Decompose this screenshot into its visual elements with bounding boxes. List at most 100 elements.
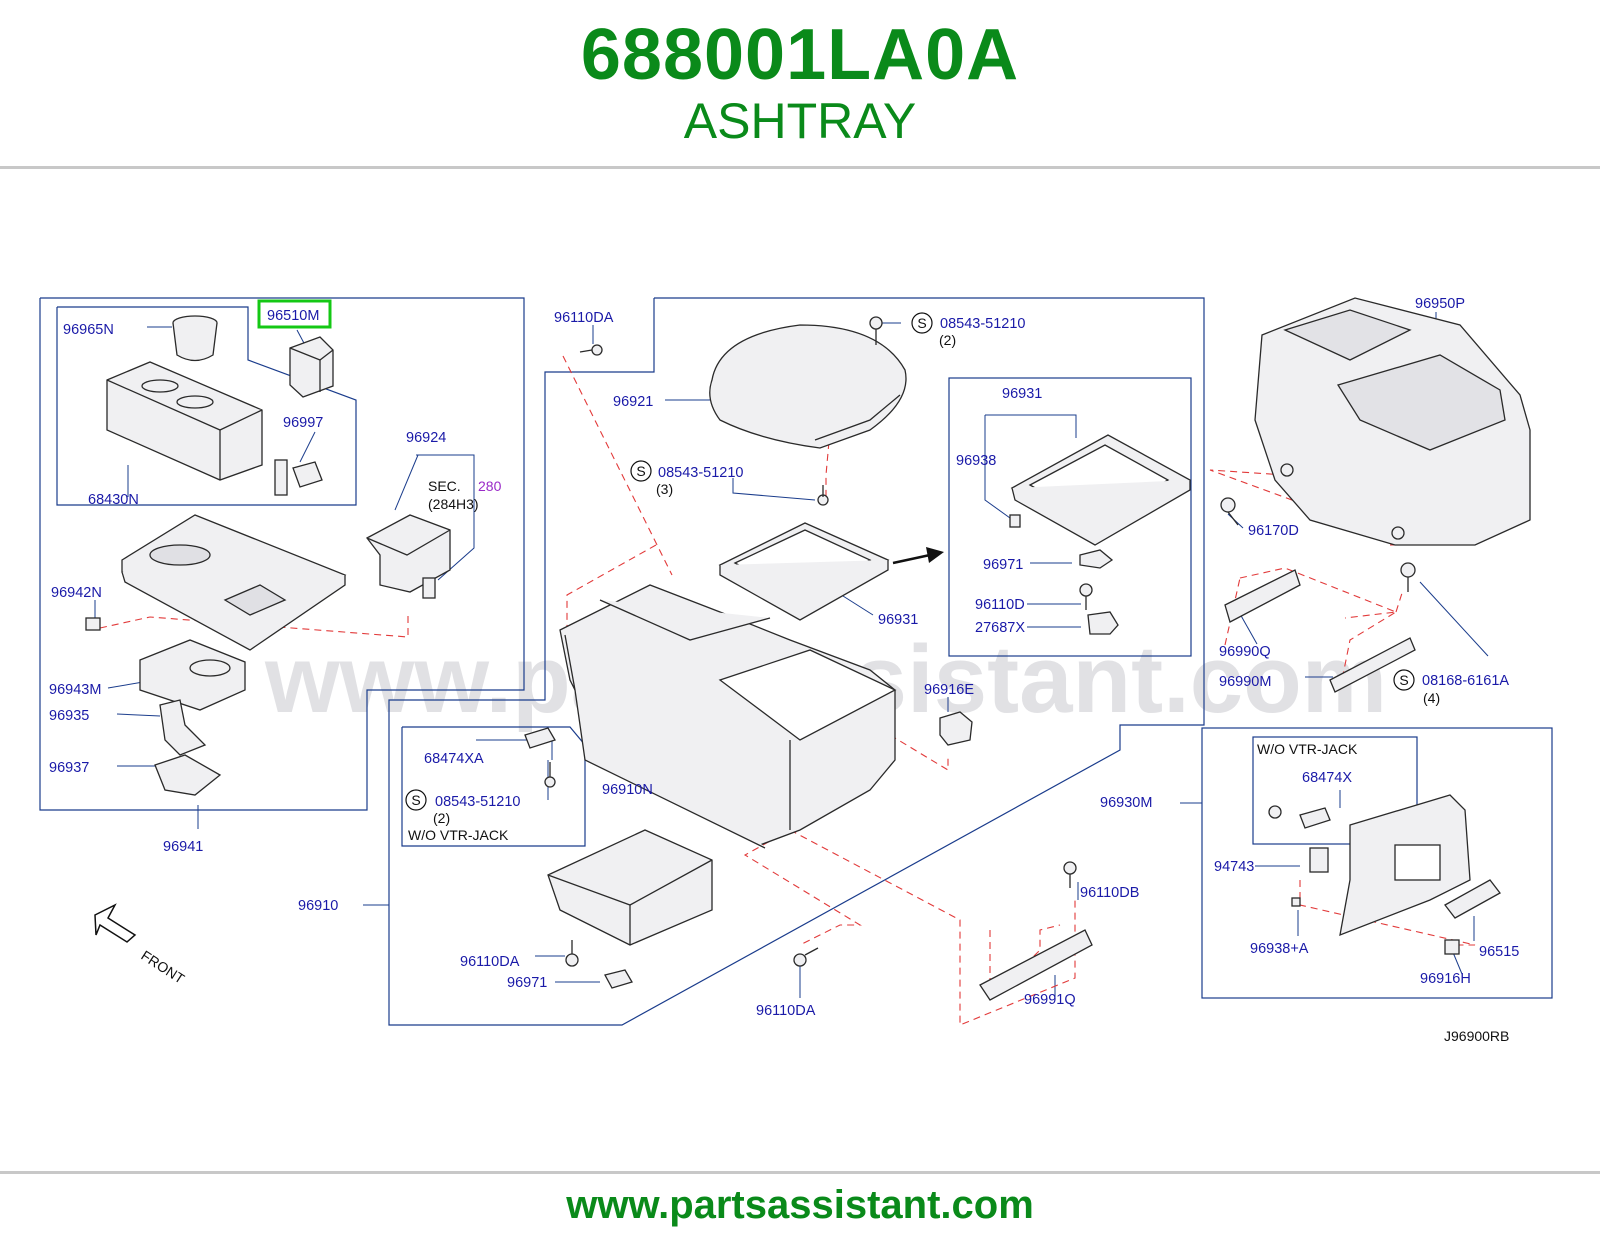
callout-96997[interactable]: 96997 [283, 415, 323, 431]
callout-96941[interactable]: 96941 [163, 839, 203, 855]
detail-arrow [892, 547, 944, 565]
bracket-icon [1268, 805, 1331, 829]
s-mark-label: S [917, 315, 926, 331]
part-name-subtitle: ASHTRAY [683, 93, 917, 149]
callout-96991Q[interactable]: 96991Q [1024, 992, 1076, 1008]
callout-96110D[interactable]: 96110D [975, 597, 1025, 613]
callout-94743[interactable]: 94743 [1214, 859, 1254, 875]
callout-96921[interactable]: 96921 [613, 394, 653, 410]
bracket-icon [979, 929, 1093, 1001]
callout-96950P[interactable]: 96950P [1415, 296, 1465, 312]
s-mark-label: S [411, 792, 420, 808]
callout-08543-51210-a[interactable]: 08543-51210 [940, 316, 1025, 332]
screw-icon [1400, 562, 1416, 592]
callout-68474XA[interactable]: 68474XA [424, 751, 484, 767]
callout-96938-plus-A[interactable]: 96938+A [1250, 941, 1309, 957]
callout-96938[interactable]: 96938 [956, 453, 996, 469]
callout-96943M[interactable]: 96943M [49, 682, 101, 698]
screw-icon [869, 316, 883, 345]
console-finisher-icon [121, 514, 347, 651]
cupholder-tray-icon [106, 361, 263, 481]
callout-96110DA-c[interactable]: 96110DA [756, 1003, 816, 1019]
callout-96971-b[interactable]: 96971 [507, 975, 547, 991]
part-number-title: 688001LA0A [580, 15, 1020, 95]
frame-left-group [39, 297, 525, 811]
frame-center-group [388, 297, 1205, 1026]
sec-reference: (284H3) [428, 496, 479, 512]
sec-number[interactable]: 280 [478, 478, 502, 494]
s-mark-label: S [636, 463, 645, 479]
bracket-icon [1224, 569, 1301, 623]
switch-icon [1087, 611, 1119, 635]
callout-96937[interactable]: 96937 [49, 760, 89, 776]
callout-96931-b[interactable]: 96931 [878, 612, 918, 628]
callout-08543-51210-c[interactable]: 08543-51210 [435, 794, 520, 810]
callout-96965N[interactable]: 96965N [63, 322, 114, 338]
qty-b: (3) [656, 481, 673, 497]
callout-08543-51210-b[interactable]: 08543-51210 [658, 465, 743, 481]
screw-icon [1063, 861, 1077, 888]
bracket-icon [1329, 637, 1416, 693]
frame-rear-group [1201, 727, 1553, 999]
console-box-icon [559, 584, 897, 849]
screw-icon [565, 940, 579, 967]
sec-label: SEC. [428, 478, 461, 494]
armrest-lid-icon [709, 324, 907, 449]
callout-96916E[interactable]: 96916E [924, 682, 974, 698]
shift-bezel-icon [154, 754, 222, 796]
wo-vtr-jack-label-a: W/O VTR-JACK [408, 827, 509, 843]
bulb-socket-icon [274, 459, 323, 496]
screw-icon [579, 344, 603, 356]
highlighted-part-box [257, 299, 332, 329]
screw-icon [544, 762, 556, 788]
callout-96510M[interactable]: 96510M [267, 308, 319, 324]
lid-frame-icon [718, 522, 890, 621]
footer-divider [0, 1171, 1600, 1174]
ashtray-housing-icon [366, 514, 451, 599]
frame-vtr-subgroup [401, 726, 586, 847]
storage-bin-icon [547, 829, 713, 946]
group-frames [39, 297, 1553, 1026]
callout-labels: 96965N 96510M 96997 68430N 96924 SEC. 28… [49, 296, 1519, 1044]
s-mark-icon [911, 312, 933, 334]
callout-96935[interactable]: 96935 [49, 708, 89, 724]
callout-96515[interactable]: 96515 [1479, 944, 1519, 960]
callout-96110DA-b[interactable]: 96110DA [460, 954, 520, 970]
callout-96110DB[interactable]: 96110DB [1080, 885, 1139, 901]
screw-icon [1079, 583, 1093, 610]
callout-96971-a[interactable]: 96971 [983, 557, 1023, 573]
callout-68474X[interactable]: 68474X [1302, 770, 1352, 786]
footer-website-link[interactable]: www.partsassistant.com [566, 1183, 1034, 1227]
screw-icon [793, 947, 819, 967]
front-arrow-icon [94, 903, 137, 943]
shift-boot-icon [159, 699, 207, 756]
qty-c: (4) [1423, 690, 1440, 706]
callout-96170D[interactable]: 96170D [1248, 523, 1299, 539]
callout-96942N[interactable]: 96942N [51, 585, 102, 601]
callout-96110DA-top[interactable]: 96110DA [554, 310, 614, 326]
callout-96924[interactable]: 96924 [406, 430, 446, 446]
qty-d: (2) [433, 810, 450, 826]
clip-icon [1291, 897, 1301, 907]
s-mark-icon [1393, 669, 1415, 691]
callout-96990M[interactable]: 96990M [1219, 674, 1271, 690]
part-drawings [85, 297, 1531, 1001]
ashtray-part-icon [289, 336, 334, 398]
callout-96910[interactable]: 96910 [298, 898, 338, 914]
callout-68430N[interactable]: 68430N [88, 492, 139, 508]
callout-27687X[interactable]: 27687X [975, 620, 1025, 636]
cup-holder-insert-icon [172, 315, 218, 362]
callout-96930M[interactable]: 96930M [1100, 795, 1152, 811]
rear-console-cover-icon [1254, 297, 1531, 546]
clip-icon [1009, 514, 1021, 528]
s-mark-icon [405, 789, 427, 811]
callout-96990Q[interactable]: 96990Q [1219, 644, 1271, 660]
latch-icon [604, 969, 633, 989]
callout-96931-a[interactable]: 96931 [1002, 386, 1042, 402]
frame-lid-subgroup [948, 377, 1192, 657]
rear-finisher-icon [1339, 794, 1471, 937]
callout-08168-6161A[interactable]: 08168-6161A [1422, 673, 1509, 689]
callout-96910N[interactable]: 96910N [602, 782, 653, 798]
wo-vtr-jack-label-b: W/O VTR-JACK [1257, 741, 1358, 757]
callout-96916H[interactable]: 96916H [1420, 971, 1471, 987]
